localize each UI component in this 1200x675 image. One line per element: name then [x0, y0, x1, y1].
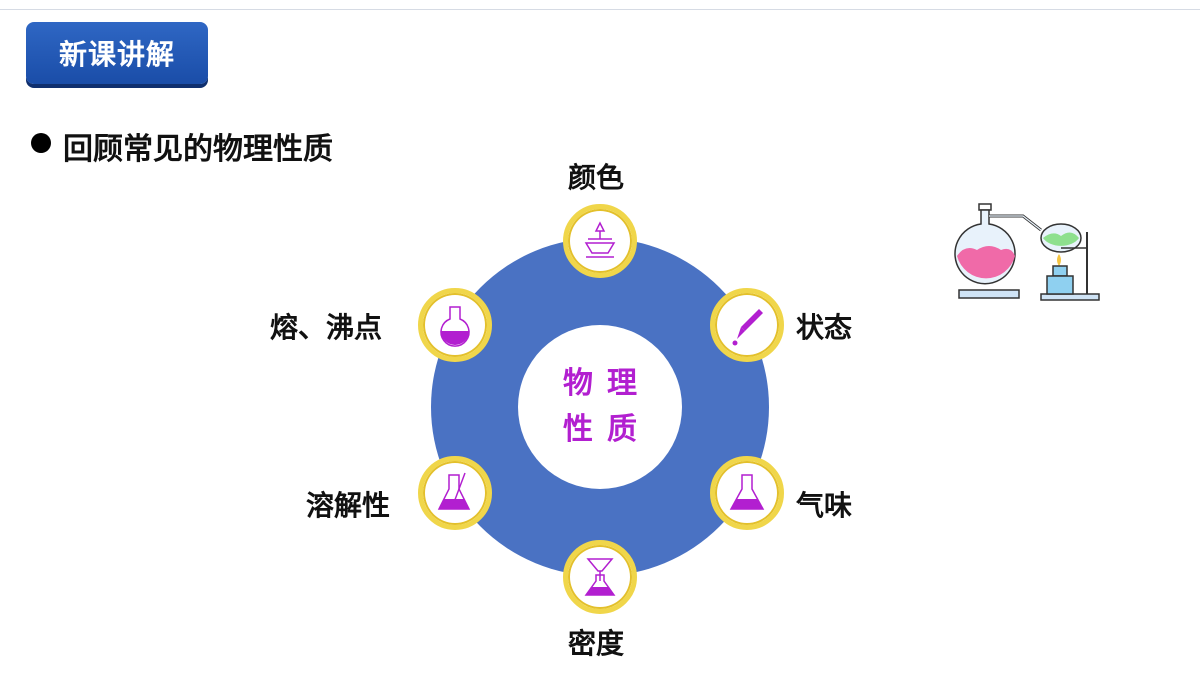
property-label-state: 状态: [796, 311, 853, 344]
property-node-solubility: [418, 456, 492, 530]
chemistry-apparatus-icon: [954, 203, 1100, 301]
header-bar: [0, 0, 1200, 10]
property-node-odor: [710, 456, 784, 530]
property-label-density: 密度: [568, 627, 625, 660]
conical-flask-icon: [729, 474, 765, 510]
flask-stir-icon: [437, 472, 471, 510]
property-node-density: [563, 540, 637, 614]
funnel-flask-icon: [584, 558, 616, 596]
property-node-melting-boiling: [418, 288, 492, 362]
round-flask-icon: [440, 306, 470, 347]
center-title-line2: 性质: [563, 412, 651, 447]
center-title-line1: 物理: [563, 366, 651, 401]
section-badge: 新课讲解: [26, 22, 208, 84]
property-node-state: [710, 288, 784, 362]
alcohol-lamp-icon: [584, 221, 616, 258]
property-label-melting-boiling: 熔、沸点: [270, 311, 383, 344]
dropper-icon: [732, 309, 763, 346]
property-node-color: [563, 204, 637, 278]
page-heading: 回顾常见的物理性质: [63, 132, 333, 167]
property-label-odor: 气味: [796, 489, 853, 522]
center-circle: 物理 性质: [518, 325, 682, 489]
bullet-dot: [31, 133, 51, 153]
property-label-solubility: 溶解性: [306, 489, 391, 522]
property-label-color: 颜色: [568, 161, 625, 194]
